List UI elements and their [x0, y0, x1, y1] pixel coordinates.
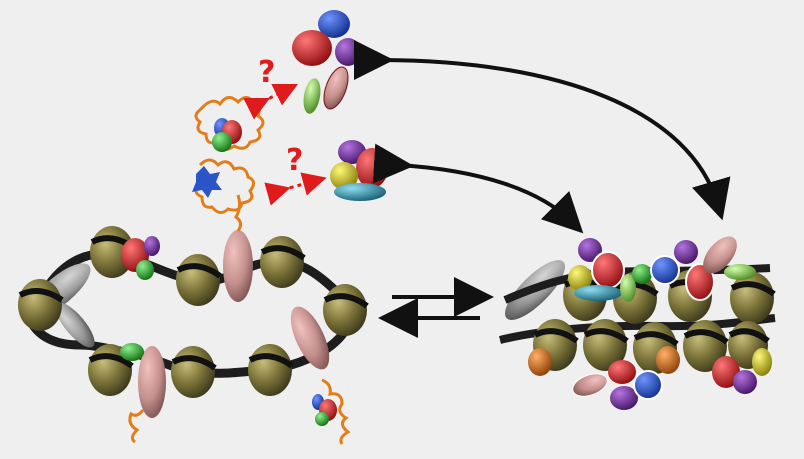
- nucleosome: [18, 279, 64, 331]
- lightgreen-protein: [724, 264, 756, 280]
- linker-protein: [290, 306, 330, 370]
- purple-protein: [674, 240, 698, 264]
- yellow-protein: [752, 348, 772, 376]
- disordered-tail: [321, 378, 351, 445]
- disordered-tail: [194, 158, 255, 232]
- nucleosome: [260, 236, 306, 288]
- pink-protein: [703, 236, 737, 274]
- question-mark: ?: [286, 143, 303, 178]
- orange-protein: [528, 348, 552, 376]
- free-complex-top: [292, 10, 361, 114]
- nucleosome: [88, 344, 134, 396]
- green-protein: [136, 260, 154, 280]
- blue-star-protein: [192, 166, 222, 198]
- red-protein: [712, 356, 740, 388]
- question-interaction-top: ?: [243, 55, 299, 120]
- disordered-cluster-top: [194, 96, 265, 152]
- blue-protein: [318, 10, 350, 38]
- nucleosome: [171, 346, 217, 398]
- free-complex-middle: [330, 140, 388, 201]
- curved-double-arrow: [372, 143, 584, 234]
- nucleosome: [248, 344, 294, 396]
- disordered-cluster-middle: [192, 158, 255, 232]
- red-protein: [292, 30, 332, 66]
- disordered-tail: [194, 96, 265, 151]
- curved-double-arrow: [353, 39, 731, 221]
- nucleosome: [323, 284, 369, 336]
- red-protein: [591, 251, 625, 289]
- blue-protein: [633, 370, 663, 400]
- green-protein: [315, 412, 329, 426]
- cyan-protein: [574, 285, 622, 301]
- linker-protein: [138, 346, 166, 418]
- purple-protein: [733, 370, 757, 394]
- nucleosome: [730, 272, 776, 324]
- pink-protein: [572, 373, 608, 397]
- pink-protein: [323, 66, 349, 110]
- question-interaction-middle: ?: [264, 143, 327, 206]
- equilibrium-arrows: [378, 277, 494, 338]
- question-mark: ?: [258, 55, 275, 90]
- green-protein: [632, 264, 652, 284]
- lightgreen-protein: [303, 78, 321, 114]
- green-protein: [212, 132, 232, 152]
- compact-chromatin: [499, 236, 776, 410]
- orange-protein: [656, 346, 680, 374]
- open-chromatin-fiber: [18, 226, 369, 445]
- nucleosome: [683, 320, 729, 372]
- linker-protein: [223, 230, 253, 302]
- lightgreen-protein: [620, 274, 636, 302]
- red-protein: [608, 360, 636, 384]
- nucleosome: [176, 254, 222, 306]
- blue-protein: [650, 255, 680, 285]
- red-protein: [685, 263, 715, 301]
- yellow-protein: [568, 265, 592, 291]
- purple-protein: [144, 236, 160, 256]
- disordered-tail: [128, 409, 145, 444]
- purple-protein: [610, 386, 638, 410]
- green-protein: [120, 343, 144, 361]
- cyan-protein: [334, 183, 386, 201]
- purple-protein: [578, 238, 602, 262]
- purple-protein: [335, 38, 361, 66]
- gray-protein: [55, 302, 95, 348]
- red-protein: [356, 148, 388, 188]
- nucleosome: [583, 319, 629, 371]
- yellow-protein: [330, 162, 358, 190]
